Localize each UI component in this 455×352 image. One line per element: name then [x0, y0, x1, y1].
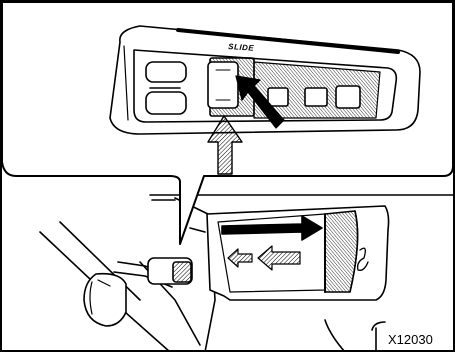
sun-visor	[207, 206, 389, 300]
slide-label: SLIDE	[228, 42, 255, 53]
figure-code: X12030	[388, 332, 433, 347]
slide-knob	[208, 62, 238, 108]
